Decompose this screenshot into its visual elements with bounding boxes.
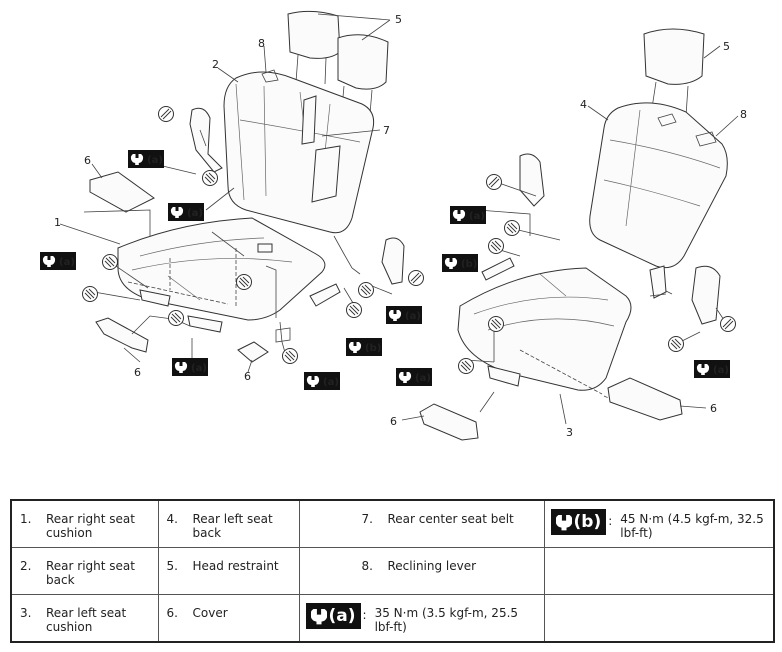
svg-text:(a): (a) bbox=[147, 155, 163, 166]
svg-text:(b): (b) bbox=[365, 343, 381, 354]
svg-text:(a): (a) bbox=[713, 365, 729, 376]
rear-left-seat-cushion bbox=[457, 267, 657, 419]
rear-left-seat-back bbox=[589, 102, 728, 269]
right-hinge-bracket bbox=[649, 265, 721, 325]
bolt-icon bbox=[488, 238, 504, 254]
cover-left-lower bbox=[95, 317, 149, 353]
legend-row: 2.Rear right seat back 5.Head restraint … bbox=[10, 547, 775, 595]
torque-badge-a-icon: (a) bbox=[396, 368, 432, 386]
legend-item: 5.Head restraint bbox=[166, 559, 279, 573]
torque-spec-a: (a) : 35 N·m (3.5 kgf-m, 25.5 lbf-ft) bbox=[300, 595, 544, 634]
callout-6: 6 bbox=[710, 402, 717, 415]
rear-right-seat-cushion bbox=[117, 217, 326, 321]
bolt-icon bbox=[158, 106, 174, 122]
legend-item: 2.Rear right seat back bbox=[20, 559, 135, 587]
left-reclining-bracket bbox=[189, 107, 223, 173]
callout-1: 1 bbox=[54, 216, 61, 229]
callout-5: 5 bbox=[723, 40, 730, 53]
bolt-icon bbox=[168, 310, 184, 326]
legend-row: 1.Rear right seat cushion 4.Rear left se… bbox=[10, 499, 775, 548]
bolt-icon bbox=[504, 220, 520, 236]
bolt-icon bbox=[488, 316, 504, 332]
torque-badge-a-icon: (a) bbox=[305, 603, 361, 629]
svg-text:(a): (a) bbox=[323, 377, 339, 388]
torque-badge-a-icon: (a) bbox=[168, 203, 204, 221]
center-belt-buckle-left bbox=[309, 283, 341, 307]
legend-item: 6.Cover bbox=[166, 606, 228, 620]
torque-badge-a-icon: (a) bbox=[40, 252, 76, 270]
svg-text:(a): (a) bbox=[191, 363, 207, 374]
torque-badge-a-icon: (a) bbox=[172, 358, 208, 376]
torque-badge-b-icon: (b) bbox=[442, 254, 478, 272]
right-reclining-bracket bbox=[519, 153, 545, 207]
callout-7: 7 bbox=[383, 124, 390, 137]
torque-badge-b-icon: (b) bbox=[346, 338, 382, 356]
torque-badge-a-icon: (a) bbox=[694, 360, 730, 378]
left-cushion-hook-right bbox=[187, 315, 223, 333]
callout-5: 5 bbox=[395, 13, 402, 26]
head-restraint-rear-right bbox=[287, 10, 341, 85]
cover-left-bottom bbox=[237, 341, 269, 363]
cover-left-upper bbox=[89, 171, 155, 213]
left-cushion-hook-left bbox=[139, 289, 171, 307]
svg-text:(b): (b) bbox=[461, 259, 477, 270]
callout-6: 6 bbox=[244, 370, 251, 383]
legend-item: 7.Rear center seat belt bbox=[361, 512, 514, 526]
torque-badge-b-icon: (b) bbox=[550, 509, 607, 535]
bolt-icon bbox=[358, 282, 374, 298]
bolt-icon bbox=[82, 286, 98, 302]
seat-exploded-diagram: (a) (a) (a) (a) (a) (b) (a) 5 8 2 7 6 1 … bbox=[40, 10, 747, 441]
legend-item: 3.Rear left seat cushion bbox=[20, 606, 127, 634]
svg-text:(a): (a) bbox=[415, 373, 431, 384]
legend-item: 4.Rear left seat back bbox=[166, 512, 273, 540]
torque-spec-b: (b) : 45 N·m (4.5 kgf-m, 32.5 lbf-ft) bbox=[545, 501, 774, 540]
callout-4: 4 bbox=[580, 98, 587, 111]
callout-2: 2 bbox=[212, 58, 219, 71]
legend-table: 1.Rear right seat cushion 4.Rear left se… bbox=[10, 499, 775, 643]
callout-8: 8 bbox=[258, 37, 265, 50]
torque-badge-a-icon: (a) bbox=[128, 150, 164, 168]
callout-3: 3 bbox=[566, 426, 573, 439]
bolt-icon bbox=[458, 358, 474, 374]
bolt-icon bbox=[346, 302, 362, 318]
cover-right-lower bbox=[419, 403, 479, 441]
right-cushion-hook bbox=[487, 365, 521, 387]
svg-text:(a): (a) bbox=[59, 257, 75, 268]
cover-right-upper bbox=[607, 377, 683, 421]
callout-6: 6 bbox=[84, 154, 91, 167]
bolt-icon bbox=[282, 348, 298, 364]
torque-badge-a-icon: (a) bbox=[450, 206, 486, 224]
legend-item: 8.Reclining lever bbox=[361, 559, 477, 573]
legend-item: 1.Rear right seat cushion bbox=[20, 512, 135, 540]
bolt-icon bbox=[102, 254, 118, 270]
left-hinge-bracket-right bbox=[333, 235, 405, 285]
callout-6: 6 bbox=[134, 366, 141, 379]
bolt-icon bbox=[720, 316, 736, 332]
svg-text:(a): (a) bbox=[405, 311, 421, 322]
callout-6: 6 bbox=[390, 415, 397, 428]
callout-8: 8 bbox=[740, 108, 747, 121]
rear-right-seat-back bbox=[223, 69, 375, 234]
torque-badge-a-icon: (a) bbox=[386, 306, 422, 324]
svg-text:(a): (a) bbox=[187, 208, 203, 219]
torque-badge-a-icon: (a) bbox=[304, 372, 340, 390]
bolt-icon bbox=[668, 336, 684, 352]
bolt-icon bbox=[202, 170, 218, 186]
center-belt-buckle-right bbox=[481, 257, 515, 281]
svg-text:(a): (a) bbox=[469, 211, 485, 222]
bolt-icon bbox=[408, 270, 424, 286]
legend-row: 3.Rear left seat cushion 6.Cover (a) : 3… bbox=[10, 594, 775, 643]
bolt-icon bbox=[486, 174, 502, 190]
bolt-icon bbox=[236, 274, 252, 290]
